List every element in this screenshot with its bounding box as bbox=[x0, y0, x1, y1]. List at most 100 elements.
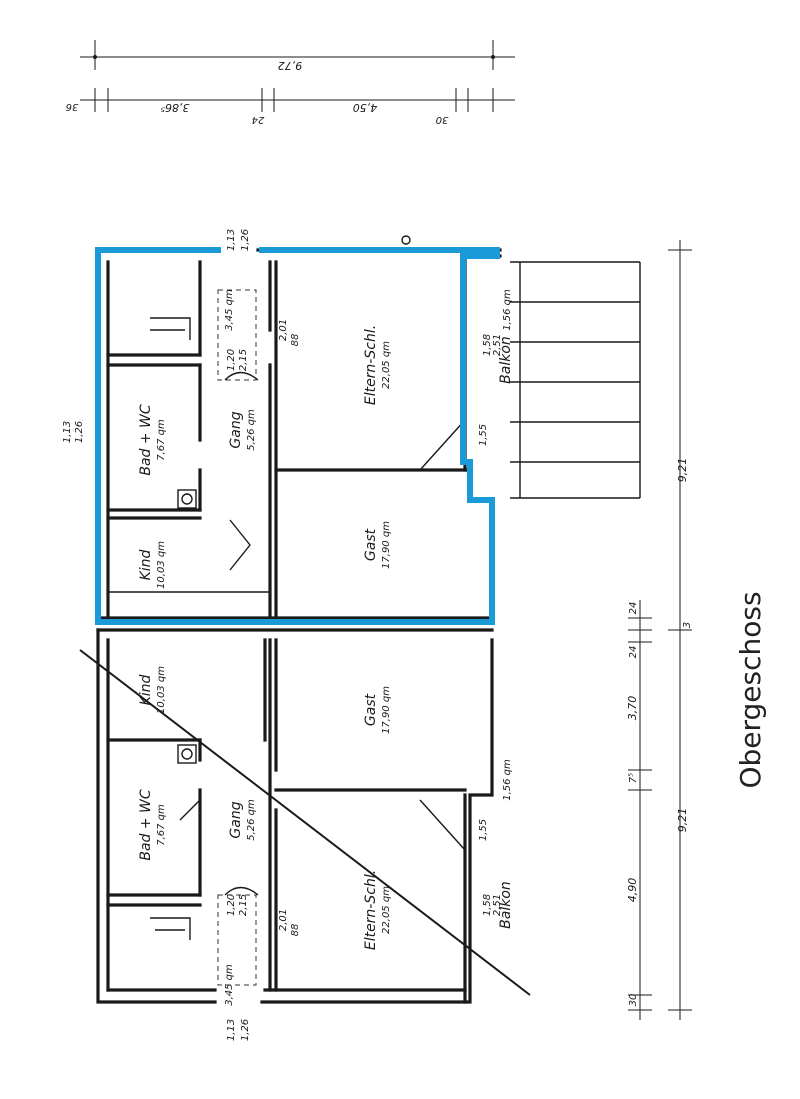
room-label-bad-a: Bad + WC 7,67 qm bbox=[138, 404, 167, 476]
svg-text:30: 30 bbox=[436, 114, 449, 125]
svg-text:1,20: 1,20 bbox=[226, 349, 237, 371]
svg-text:1,20: 1,20 bbox=[226, 894, 237, 916]
opening-a-0: 1,13 bbox=[226, 229, 237, 251]
svg-text:4,50: 4,50 bbox=[353, 101, 378, 114]
room-label-bad-b: Bad + WC 7,67 qm bbox=[138, 789, 167, 861]
svg-text:1,26: 1,26 bbox=[240, 1019, 251, 1041]
opening-b-3: 2,15 bbox=[238, 894, 249, 916]
svg-text:1,58: 1,58 bbox=[482, 334, 493, 356]
opening-a-4: 2,01 bbox=[278, 319, 289, 341]
svg-text:Gast: Gast bbox=[363, 693, 379, 726]
room-area-balkon-b: 1,56 qm bbox=[502, 759, 513, 801]
top-dim-part-4: 30 bbox=[436, 114, 449, 125]
right-dim-part-6: 24 bbox=[628, 602, 639, 615]
opening-a-5: 88 bbox=[290, 334, 301, 347]
svg-text:17,90 qm: 17,90 qm bbox=[381, 521, 392, 569]
svg-text:1,26: 1,26 bbox=[74, 421, 85, 443]
svg-text:Eltern-Schl.: Eltern-Schl. bbox=[363, 325, 379, 405]
svg-text:88: 88 bbox=[290, 334, 301, 347]
highlight-outline bbox=[95, 247, 500, 625]
room-label-gang-a: Gang 5,26 qm bbox=[228, 409, 257, 451]
svg-text:24: 24 bbox=[628, 646, 639, 659]
room-label-kind-a: Kind 10,03 qm bbox=[138, 541, 167, 589]
right-dim-part-5: 3 bbox=[682, 622, 693, 628]
opening-b-2: 1,20 bbox=[226, 894, 237, 916]
top-overall-dim: 9,72 bbox=[278, 59, 303, 72]
svg-text:9,21: 9,21 bbox=[676, 808, 689, 833]
svg-text:Gang: Gang bbox=[228, 411, 244, 448]
opening-b-4: 2,01 bbox=[278, 909, 289, 931]
svg-text:2,15: 2,15 bbox=[238, 894, 249, 916]
svg-text:3,86⁵: 3,86⁵ bbox=[161, 101, 190, 114]
svg-text:3,70: 3,70 bbox=[626, 696, 639, 721]
svg-text:2,01: 2,01 bbox=[278, 909, 289, 931]
svg-text:1,56 qm: 1,56 qm bbox=[502, 289, 513, 331]
svg-text:Gang: Gang bbox=[228, 801, 244, 838]
right-overall-dim-upper: 9,21 bbox=[676, 458, 689, 483]
svg-text:88: 88 bbox=[290, 924, 301, 937]
svg-text:7,67 qm: 7,67 qm bbox=[156, 804, 167, 846]
svg-text:1,55: 1,55 bbox=[478, 819, 489, 841]
svg-text:9,21: 9,21 bbox=[676, 458, 689, 483]
svg-text:24: 24 bbox=[252, 114, 265, 125]
opening-a-7: 2,51 bbox=[492, 334, 503, 356]
opening-a-2: 1,20 bbox=[226, 349, 237, 371]
svg-text:4,90: 4,90 bbox=[626, 878, 639, 903]
svg-text:17,90 qm: 17,90 qm bbox=[381, 686, 392, 734]
opening-b-6: 1,58 bbox=[482, 894, 493, 916]
svg-text:Kind: Kind bbox=[138, 549, 154, 580]
svg-text:9,72: 9,72 bbox=[278, 59, 303, 72]
svg-text:7⁵: 7⁵ bbox=[628, 773, 639, 783]
svg-text:1,13: 1,13 bbox=[62, 421, 73, 443]
svg-text:36: 36 bbox=[66, 101, 79, 112]
room-label-eltern-a: Eltern-Schl. 22,05 qm bbox=[363, 325, 392, 405]
right-dim-part-4: 24 bbox=[628, 646, 639, 659]
top-dim-part-1: 3,86⁵ bbox=[161, 101, 190, 114]
svg-text:1,58: 1,58 bbox=[482, 894, 493, 916]
terrace-grid bbox=[510, 261, 641, 499]
svg-text:10,03 qm: 10,03 qm bbox=[156, 541, 167, 589]
svg-text:22,05 qm: 22,05 qm bbox=[381, 886, 392, 934]
right-dim-part-0: 30 bbox=[628, 994, 639, 1007]
svg-text:2,51: 2,51 bbox=[492, 894, 503, 916]
strike-line bbox=[79, 649, 531, 996]
room-label-balkon-a: Balkon bbox=[498, 336, 514, 384]
opening-a-1: 1,26 bbox=[240, 229, 251, 251]
svg-text:2,01: 2,01 bbox=[278, 319, 289, 341]
svg-text:3: 3 bbox=[682, 622, 693, 628]
room-area-storage-b: 3,45 qm bbox=[224, 964, 235, 1006]
opening-a-6: 1,58 bbox=[482, 334, 493, 356]
right-dimension-lines bbox=[628, 240, 692, 1020]
svg-text:2,51: 2,51 bbox=[492, 334, 503, 356]
room-label-gast-a: Gast 17,90 qm bbox=[363, 521, 392, 569]
room-label-gang-b: Gang 5,26 qm bbox=[228, 799, 257, 841]
svg-text:1,55: 1,55 bbox=[478, 424, 489, 446]
right-dim-part-3: 3,70 bbox=[626, 696, 639, 721]
opening-b-1: 1,26 bbox=[240, 1019, 251, 1041]
svg-text:5,26 qm: 5,26 qm bbox=[246, 409, 257, 451]
opening-b-5: 88 bbox=[290, 924, 301, 937]
room-label-kind-b: Kind 10,03 qm bbox=[138, 666, 167, 714]
walls bbox=[96, 248, 502, 1004]
plan-title: Obergeschoss bbox=[734, 591, 767, 788]
svg-text:5,26 qm: 5,26 qm bbox=[246, 799, 257, 841]
svg-text:Balkon: Balkon bbox=[498, 336, 514, 384]
room-area-balkon-a: 1,56 qm bbox=[502, 289, 513, 331]
right-overall-dim-lower: 9,21 bbox=[676, 808, 689, 833]
svg-text:7,67 qm: 7,67 qm bbox=[156, 419, 167, 461]
opening-b-8: 1,55 bbox=[478, 819, 489, 841]
svg-text:Kind: Kind bbox=[138, 674, 154, 705]
svg-text:Obergeschoss: Obergeschoss bbox=[734, 591, 767, 788]
top-dim-part-3: 4,50 bbox=[353, 101, 378, 114]
svg-text:24: 24 bbox=[628, 602, 639, 615]
opening-a-3: 2,15 bbox=[238, 349, 249, 371]
svg-text:2,15: 2,15 bbox=[238, 349, 249, 371]
opening-a-10: 1,26 bbox=[74, 421, 85, 443]
right-dim-part-1: 4,90 bbox=[626, 878, 639, 903]
svg-text:1,13: 1,13 bbox=[226, 1019, 237, 1041]
fixtures bbox=[150, 235, 466, 986]
svg-text:10,03 qm: 10,03 qm bbox=[156, 666, 167, 714]
svg-text:1,13: 1,13 bbox=[226, 229, 237, 251]
room-label-gast-b: Gast 17,90 qm bbox=[363, 686, 392, 734]
